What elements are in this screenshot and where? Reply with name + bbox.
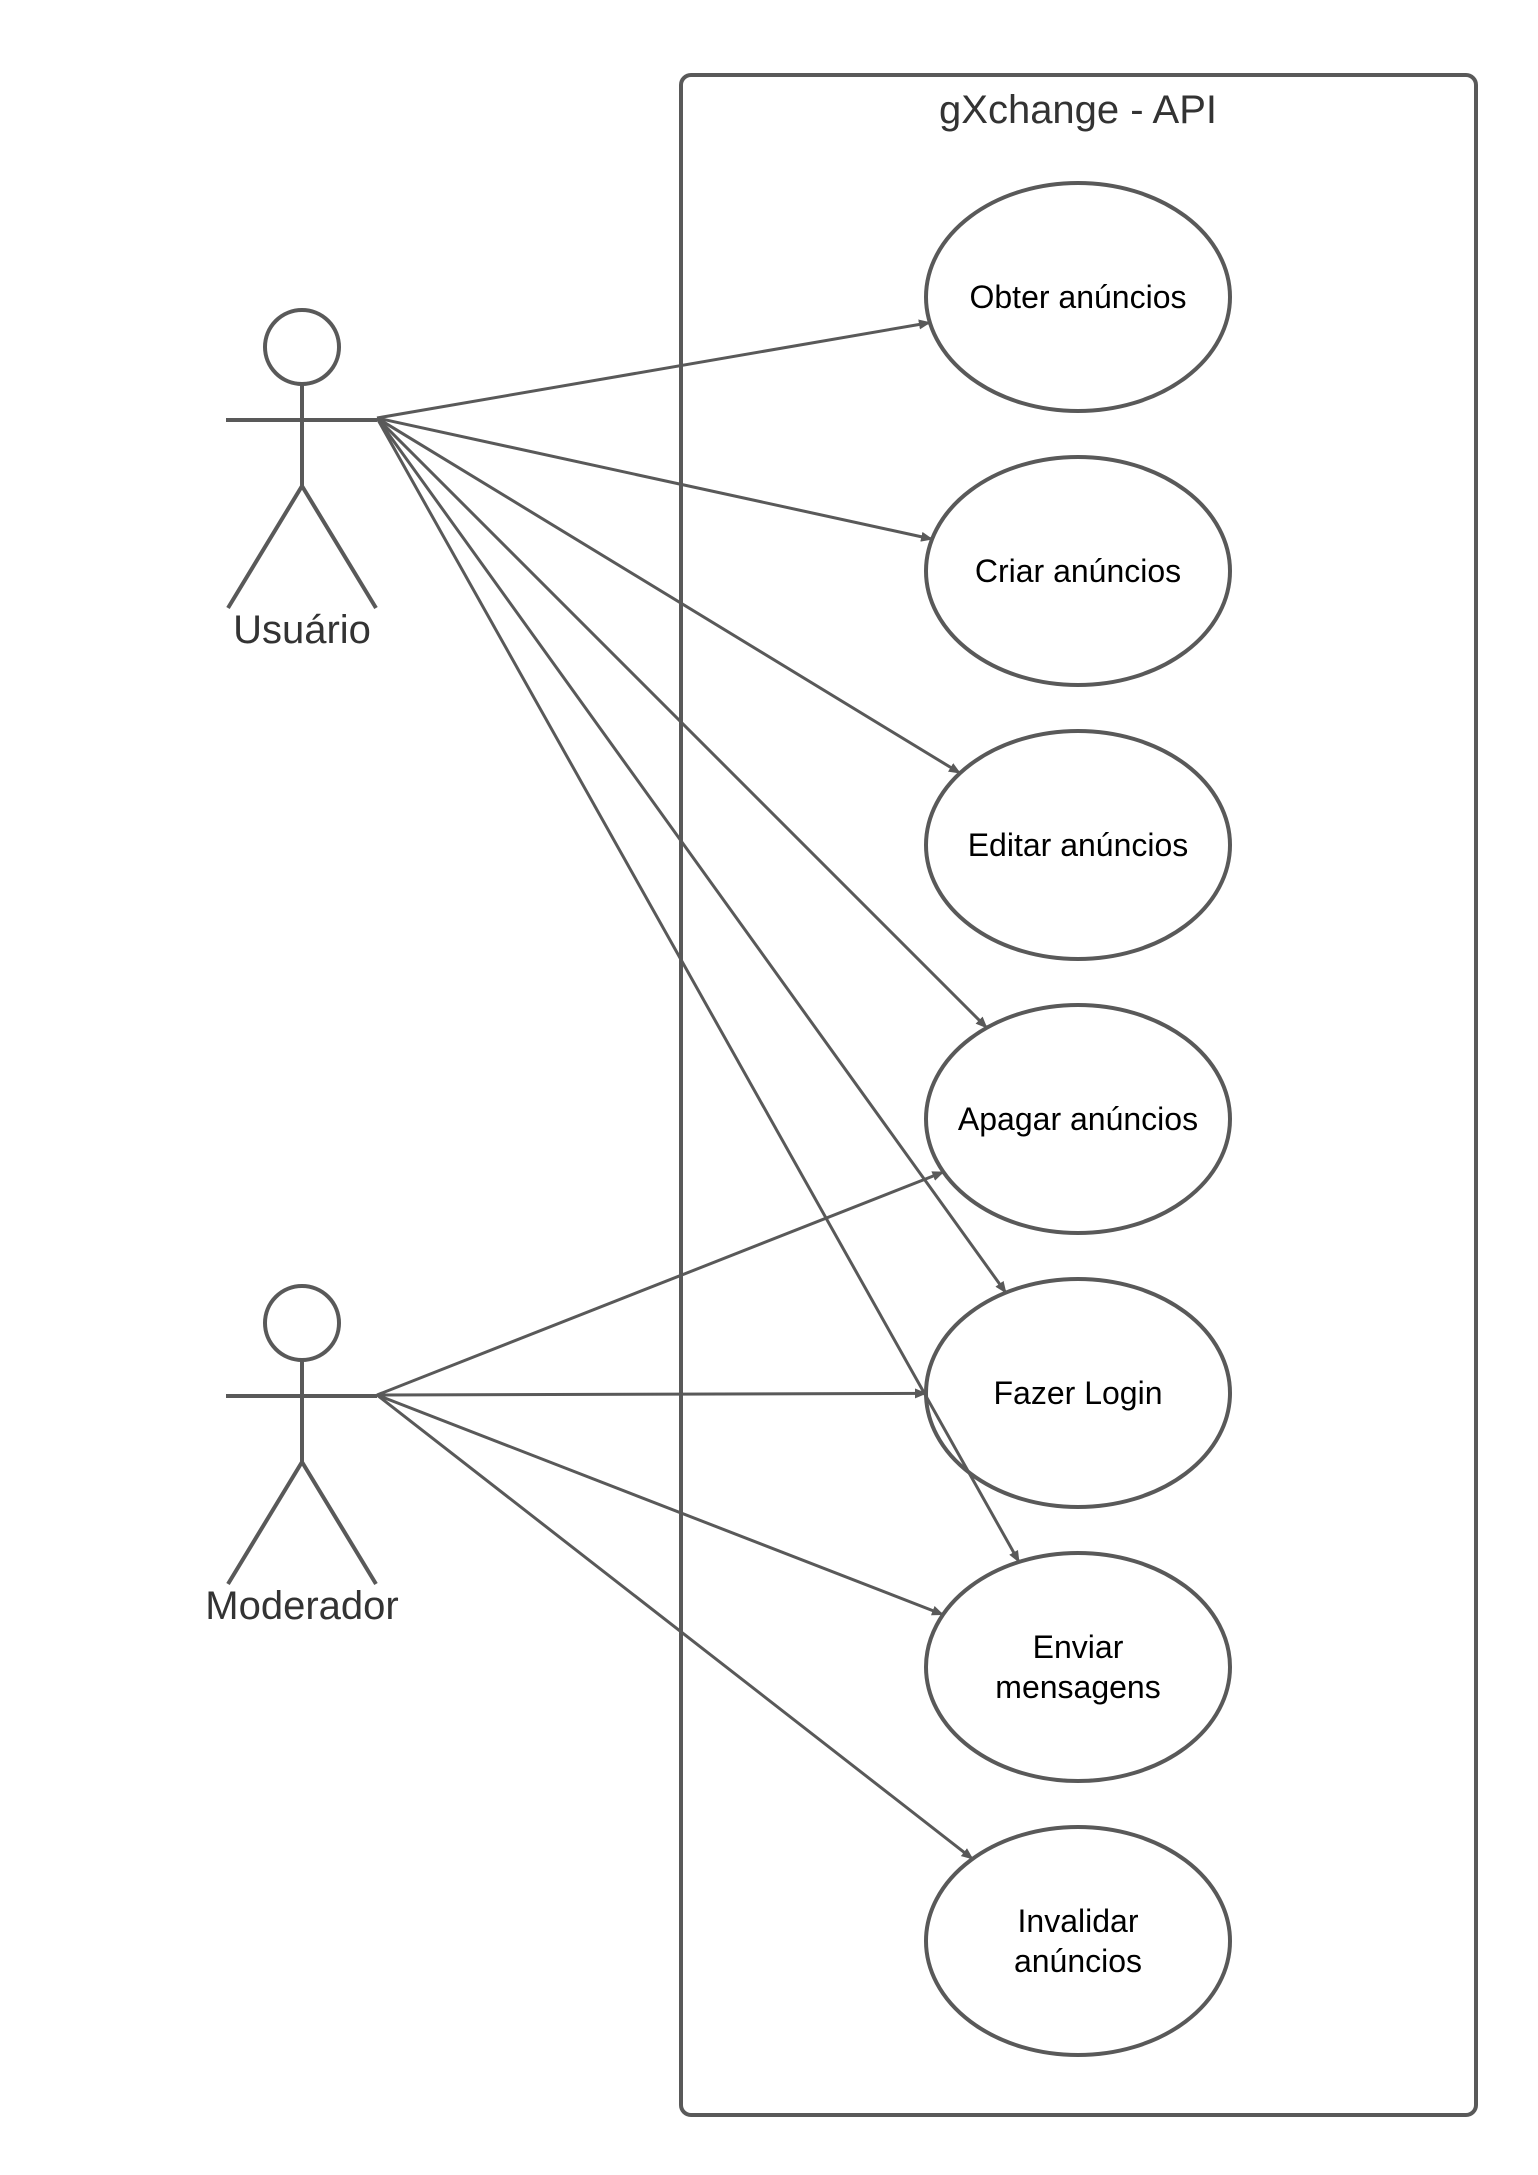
association-usuario-criar [376, 416, 934, 542]
system-title: gXchange - API [939, 88, 1217, 132]
use-case-invalidar: Invalidar anúncios [924, 1825, 1232, 2057]
use-case-apagar: Apagar anúncios [924, 1003, 1232, 1235]
use-case-enviar-label: mensagens [995, 1669, 1160, 1705]
use-case-editar: Editar anúncios [924, 729, 1232, 961]
use-case-obter-ellipse [924, 181, 1232, 413]
use-case-login: Fazer Login [924, 1277, 1232, 1509]
association-usuario-login [375, 417, 1008, 1294]
use-case-invalidar-ellipse [924, 1825, 1232, 2057]
association-moderador-enviar [376, 1393, 944, 1616]
actor-usuario-left-leg [226, 484, 304, 610]
associations [375, 319, 1021, 1861]
use-case-login-ellipse [924, 1277, 1232, 1509]
use-case-apagar-label: Apagar anúncios [958, 1101, 1198, 1137]
use-case-criar-label: Criar anúncios [975, 553, 1181, 589]
use-case-invalidar-label: anúncios [1014, 1943, 1142, 1979]
actor-usuario-right-leg [300, 484, 378, 610]
use-case-obter: Obter anúncios [924, 181, 1232, 413]
actor-usuario-label: Usuário [233, 608, 371, 652]
association-usuario-editar [376, 416, 961, 775]
use-case-invalidar-label: Invalidar [1018, 1903, 1139, 1939]
actor-usuario: Usuário [226, 308, 378, 652]
use-case-obter-label: Obter anúncios [969, 279, 1186, 315]
actor-moderador-label: Moderador [205, 1584, 398, 1628]
use-case-apagar-ellipse [924, 1003, 1232, 1235]
actor-moderador-left-leg [226, 1460, 304, 1586]
association-usuario-apagar [375, 416, 988, 1029]
use-case-criar: Criar anúncios [924, 455, 1232, 687]
association-usuario-enviar [375, 417, 1021, 1563]
use-case-enviar: Enviar mensagens [924, 1551, 1232, 1783]
use-case-editar-label: Editar anúncios [968, 827, 1189, 863]
actor-moderador-head [263, 1284, 341, 1362]
association-moderador-apagar [376, 1170, 945, 1397]
association-moderador-login [376, 1388, 927, 1399]
system-boundary [679, 73, 1478, 2117]
association-usuario-obter [376, 319, 931, 420]
use-case-login-label: Fazer Login [994, 1375, 1163, 1411]
association-moderador-invalidar [376, 1393, 974, 1861]
actor-moderador-right-leg [300, 1460, 378, 1586]
use-case-criar-ellipse [924, 455, 1232, 687]
actor-usuario-head [263, 308, 341, 386]
use-case-editar-ellipse [924, 729, 1232, 961]
actor-moderador: Moderador [205, 1284, 399, 1628]
use-case-enviar-label: Enviar [1033, 1629, 1124, 1665]
use-case-enviar-ellipse [924, 1551, 1232, 1783]
